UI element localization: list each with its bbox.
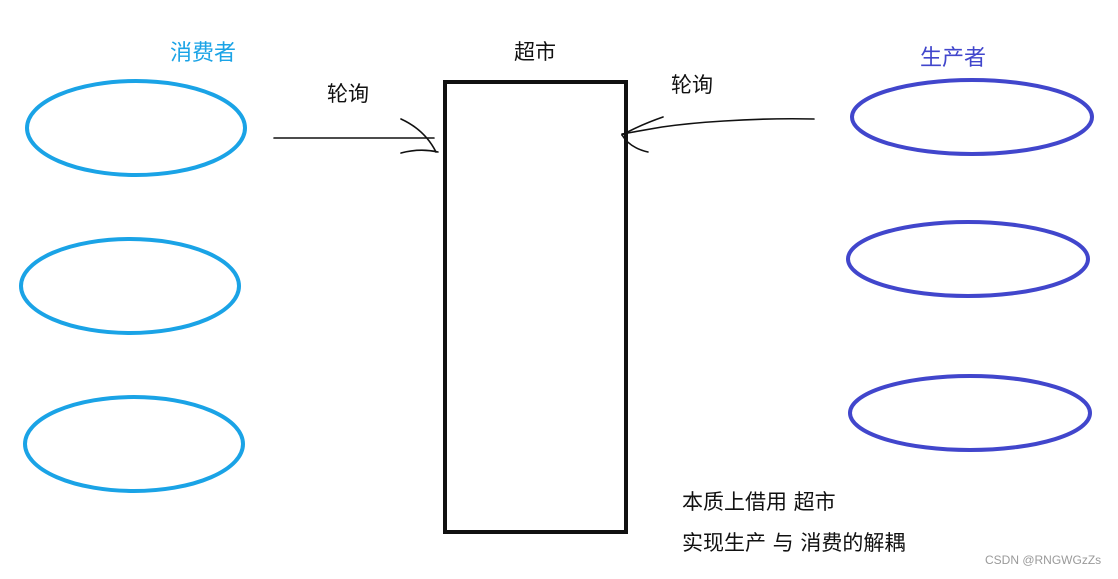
consumer-ellipse (25, 79, 247, 177)
producer-group-title: 生产者 (920, 46, 987, 71)
right-arrow-head-lower (621, 134, 649, 153)
producer-ellipse (850, 78, 1094, 156)
market-box (443, 80, 628, 534)
right-arrow-shaft (621, 117, 815, 135)
left-polling-arrow (273, 118, 439, 154)
consumer-ellipse (19, 237, 241, 335)
note-line-1: 本质上借用 超市 (682, 490, 836, 514)
right-polling-label: 轮询 (671, 73, 713, 97)
left-arrow-head-upper (400, 118, 437, 153)
consumer-ellipses (19, 79, 247, 493)
watermark-text: CSDN @RNGWGzZs (985, 553, 1102, 567)
producer-ellipses (846, 78, 1094, 452)
consumer-ellipse (23, 395, 245, 493)
left-arrow-head-lower (400, 149, 439, 154)
producer-ellipse (846, 220, 1090, 298)
right-arrow-head-upper (621, 116, 664, 136)
left-polling-label: 轮询 (327, 82, 369, 106)
right-polling-arrow (621, 116, 815, 153)
producer-ellipse (848, 374, 1092, 452)
consumer-group-title: 消费者 (170, 41, 237, 66)
note-line-2: 实现生产 与 消费的解耦 (682, 531, 906, 555)
market-label: 超市 (514, 40, 556, 64)
